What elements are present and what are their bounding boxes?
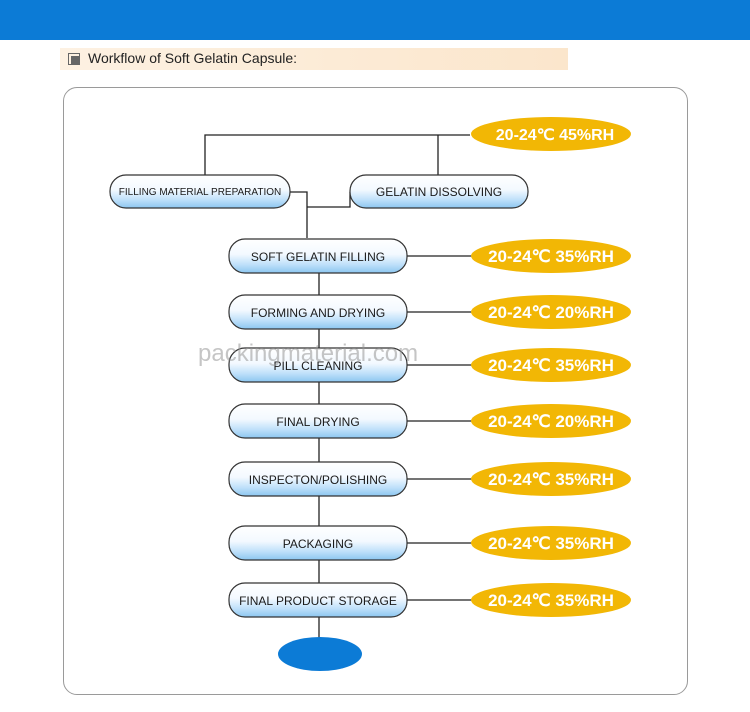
condition-badge: 20-24℃ 35%RH <box>471 348 631 382</box>
condition-ellipse <box>471 295 631 329</box>
condition-badge: 20-24℃ 20%RH <box>471 404 631 438</box>
end-node <box>278 637 362 671</box>
step-node: FINAL PRODUCT STORAGE <box>228 582 408 618</box>
connector-lines <box>204 134 472 643</box>
condition-badge: 20-24℃ 35%RH <box>471 583 631 617</box>
step-box <box>228 582 408 618</box>
condition-ellipse <box>471 239 631 273</box>
step-box <box>228 347 408 383</box>
step-node: PACKAGING <box>228 525 408 561</box>
step-label: PACKAGING <box>283 537 353 551</box>
step-node: FINAL DRYING <box>228 403 408 439</box>
condition-badge: 20-24℃ 20%RH <box>471 295 631 329</box>
prep-step-filling-material: FILLING MATERIAL PREPARATION <box>109 174 291 209</box>
condition-badge: 20-24℃ 35%RH <box>471 239 631 273</box>
condition-badge-top: 20-24℃ 45%RH <box>471 117 631 151</box>
step-node: FORMING AND DRYING <box>228 294 408 330</box>
step-box <box>228 238 408 274</box>
watermark: packingmaterial.com <box>198 340 419 367</box>
condition-text: 20-24℃ 35%RH <box>488 356 614 375</box>
step-box <box>228 461 408 497</box>
step-label: FINAL PRODUCT STORAGE <box>239 594 397 608</box>
step-label: FINAL DRYING <box>276 415 359 429</box>
connector-top-bar <box>204 134 470 178</box>
section-title: Workflow of Soft Gelatin Capsule: <box>88 50 298 66</box>
step-box <box>228 403 408 439</box>
condition-ellipse <box>471 526 631 560</box>
top-banner <box>0 0 750 40</box>
step-node: SOFT GELATIN FILLING <box>228 238 408 274</box>
condition-badge: 20-24℃ 35%RH <box>471 462 631 496</box>
condition-ellipse <box>471 583 631 617</box>
connector-left-prep <box>290 191 308 238</box>
condition-text: 20-24℃ 20%RH <box>488 412 614 431</box>
section-heading: Workflow of Soft Gelatin Capsule: <box>60 48 568 70</box>
prep-step-gelatin-dissolving: GELATIN DISSOLVING <box>349 174 529 209</box>
connector-right-prep <box>307 192 351 208</box>
step-node: PILL CLEANING <box>228 347 408 383</box>
step-label: PILL CLEANING <box>274 359 363 373</box>
condition-text: 20-24℃ 20%RH <box>488 303 614 322</box>
condition-text: 20-24℃ 35%RH <box>488 591 614 610</box>
step-box <box>228 525 408 561</box>
condition-text: 20-24℃ 35%RH <box>488 470 614 489</box>
condition-text: 20-24℃ 35%RH <box>488 534 614 553</box>
step-box <box>228 294 408 330</box>
step-label: INSPECTON/POLISHING <box>249 473 387 487</box>
step-label: FORMING AND DRYING <box>251 306 385 320</box>
condition-text: 20-24℃ 45%RH <box>496 127 614 144</box>
condition-ellipse <box>471 348 631 382</box>
step-node: INSPECTON/POLISHING <box>228 461 408 497</box>
condition-ellipse <box>471 404 631 438</box>
condition-badge: 20-24℃ 35%RH <box>471 526 631 560</box>
step-label: SOFT GELATIN FILLING <box>251 250 385 264</box>
prep-step-label: FILLING MATERIAL PREPARATION <box>119 187 281 198</box>
condition-text: 20-24℃ 35%RH <box>488 247 614 266</box>
prep-step-label: GELATIN DISSOLVING <box>376 185 502 199</box>
condition-ellipse <box>471 462 631 496</box>
square-bullet-icon <box>68 53 80 65</box>
main-steps: SOFT GELATIN FILLING 20-24℃ 35%RH FORMING … <box>228 238 631 618</box>
